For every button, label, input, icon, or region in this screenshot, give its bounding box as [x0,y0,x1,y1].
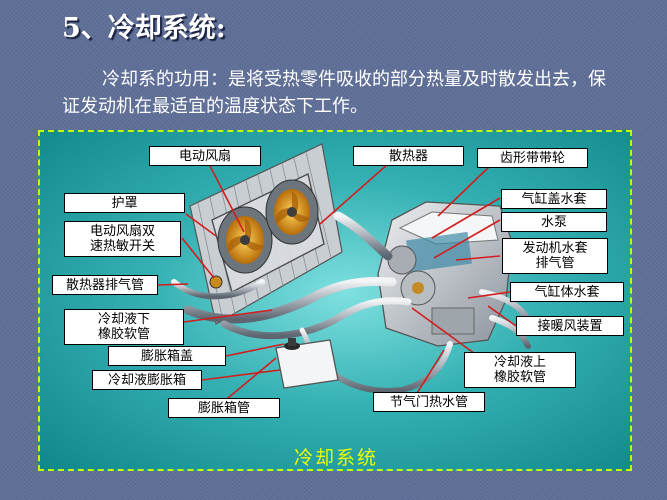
cooling-system-illustration [157,143,535,409]
label-lower-coolant-hose: 冷却液下 橡胶软管 [64,309,184,345]
leader-lines [157,161,517,409]
label-heater-unit: 接暖风装置 [516,316,624,336]
label-radiator: 散热器 [353,146,464,166]
diagram-caption: 冷却系统 [294,447,379,469]
engine-block [377,201,513,347]
label-electric-fan: 电动风扇 [149,146,261,166]
label-toothed-belt-pulley: 齿形带带轮 [477,148,588,168]
label-coolant-expansion-tank: 冷却液膨胀箱 [92,370,202,390]
label-upper-coolant-hose: 冷却液上 橡胶软管 [464,352,576,388]
function-description: 冷却系的功用：是将受热零件吸收的部分热量及时散发出去，保证发动机在最适宜的温度状… [62,69,606,117]
coolant-hoses [171,211,535,394]
label-expansion-tank-cap: 膨胀箱盖 [108,346,226,366]
label-expansion-tank-pipe: 膨胀箱管 [168,398,280,418]
label-cylinder-head-jacket: 气缸盖水套 [501,189,607,209]
cooling-system-diagram: 电动风扇 散热器 齿形带带轮 护罩 气缸盖水套 水泵 电动风扇双 速热敏开关 发… [38,130,632,471]
coolant-expansion-tank [275,338,339,389]
label-radiator-vent-pipe: 散热器排气管 [52,275,158,295]
label-water-pump: 水泵 [501,212,607,232]
label-throttle-hot-water-pipe: 节气门热水管 [373,392,485,412]
electric-fan-left [217,206,273,274]
label-cylinder-block-jacket: 气缸体水套 [510,282,624,302]
electric-fan-right [265,179,319,245]
label-shroud: 护罩 [64,193,185,213]
label-fan-dual-speed-switch: 电动风扇双 速热敏开关 [64,221,181,257]
thermo-switch-part [209,275,223,289]
slide-title: 5、冷却系统: [62,13,226,44]
label-engine-jacket-vent-pipe: 发动机水套 排气管 [502,238,608,274]
